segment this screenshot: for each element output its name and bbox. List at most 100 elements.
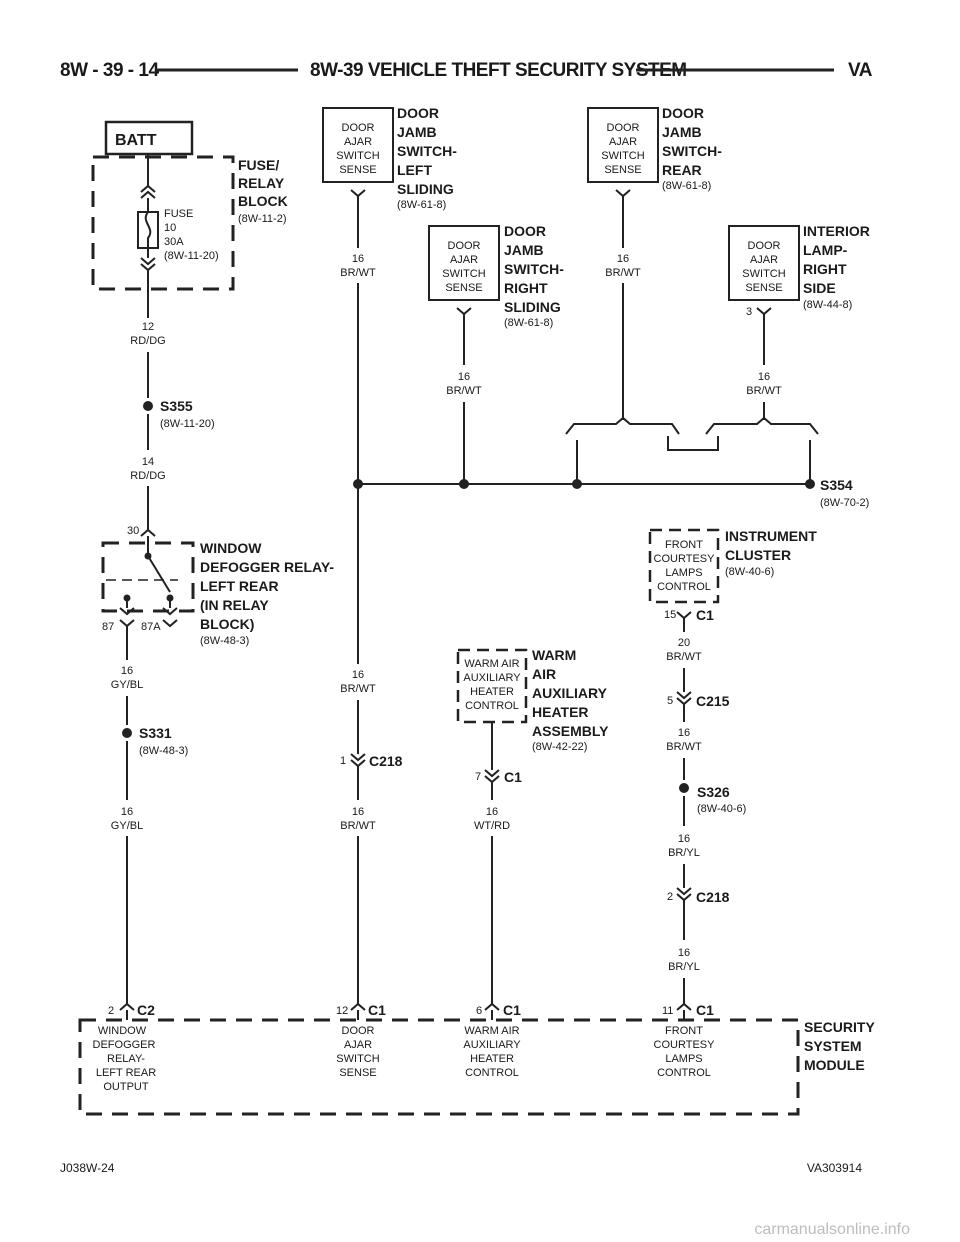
wire-label-gy-bl-b-color: GY/BL	[111, 820, 143, 832]
relay-ref: (8W-48-3)	[200, 635, 249, 647]
interior-lamp-box-line-3: SWITCH	[742, 268, 785, 280]
module-pin-11-label-3: LAMPS	[665, 1053, 702, 1065]
fuse-block-name-2: RELAY	[238, 175, 285, 191]
connector-bridge-rear	[565, 416, 680, 435]
watermark: carmanualsonline.info	[754, 1221, 910, 1238]
door-rear-name-4: REAR	[662, 162, 702, 178]
relay-pin-87a: 87A	[141, 621, 161, 633]
module-pin-12-label-1: DOOR	[342, 1025, 375, 1037]
module-pin-6-icon	[484, 1002, 500, 1011]
connector-c215-pin: 5	[667, 695, 673, 707]
interior-lamp-ref: (8W-44-8)	[803, 299, 852, 311]
wire-label-br-yl-b-gauge: 16	[678, 947, 690, 959]
interior-lamp-name-1: INTERIOR	[803, 223, 870, 239]
wire-label-br-wt-right-gauge: 16	[458, 371, 470, 383]
cluster-box-line-1: FRONT	[665, 539, 703, 551]
relay-switch-contact	[147, 555, 171, 593]
door-right-box-line-4: SENSE	[445, 282, 482, 294]
door-left-box-line-1: DOOR	[342, 122, 375, 134]
wire-label-br-yl-b-color: BR/YL	[668, 961, 700, 973]
cluster-name-2: CLUSTER	[725, 547, 791, 563]
wire-label-gy-bl-a-color: GY/BL	[111, 679, 143, 691]
door-right-name-4: RIGHT	[504, 280, 548, 296]
door-left-name-1: DOOR	[397, 105, 439, 121]
module-pin-12-icon	[350, 1002, 366, 1011]
module-pin-2-label-1: WINDOW	[98, 1025, 147, 1037]
relay-pin-87: 87	[102, 621, 114, 633]
door-rear-box-line-3: SWITCH	[601, 150, 644, 162]
wire-label-rd-dg-14-gauge: 14	[142, 456, 154, 468]
header-page-number: 8W - 39 - 14	[60, 60, 159, 81]
wire-label-br-wt-right-color: BR/WT	[446, 385, 482, 397]
module-pin-6-label-4: CONTROL	[465, 1067, 519, 1079]
splice-s326-ref: (8W-40-6)	[697, 803, 746, 815]
interior-lamp-name-4: SIDE	[803, 280, 836, 296]
wire-label-rd-dg-12-gauge: 12	[142, 321, 154, 333]
cluster-box-line-2: COURTESY	[654, 553, 716, 565]
fuse-bottom-connector	[140, 257, 156, 272]
module-pin-11-label-2: COURTESY	[654, 1039, 716, 1051]
connector-c1-warm-icon	[484, 769, 500, 784]
splice-s354-icon	[805, 479, 815, 489]
cluster-box-line-3: LAMPS	[665, 567, 702, 579]
fuse-top-connector	[140, 184, 156, 199]
splice-s326-name: S326	[697, 784, 730, 800]
connector-c218-a-icon	[350, 753, 366, 768]
fuse-relay-block-outline	[91, 155, 235, 291]
warm-air-name-4: HEATER	[532, 704, 589, 720]
security-module-name-2: SYSTEM	[804, 1038, 862, 1054]
module-pin-11-label-4: CONTROL	[657, 1067, 711, 1079]
splice-s355-ref: (8W-11-20)	[160, 418, 215, 430]
splice-s326-icon	[679, 783, 689, 793]
door-rear-box-line-2: AJAR	[609, 136, 637, 148]
interior-lamp-name-3: RIGHT	[803, 261, 847, 277]
wire-label-br-yl-a-gauge: 16	[678, 833, 690, 845]
warm-air-box-line-3: HEATER	[470, 686, 514, 698]
wire-label-br-wt-rear-color: BR/WT	[605, 267, 641, 279]
door-rear-box-line-1: DOOR	[607, 122, 640, 134]
door-right-box-line-2: AJAR	[450, 254, 478, 266]
interior-lamp-box-line-1: DOOR	[748, 240, 781, 252]
wire-label-br-wt-mid-gauge: 16	[352, 669, 364, 681]
wire-label-gy-bl-b-gauge: 16	[121, 806, 133, 818]
wire-label-rd-dg-14-color: RD/DG	[130, 470, 165, 482]
footer-right-code: VA303914	[807, 1161, 862, 1175]
module-pin-2-label-3: RELAY-	[107, 1053, 145, 1065]
connector-c218-b-icon	[676, 887, 692, 902]
warm-air-name-3: AUXILIARY	[532, 685, 608, 701]
warm-air-box-line-4: CONTROL	[465, 700, 519, 712]
cluster-name-1: INSTRUMENT	[725, 528, 817, 544]
door-right-ref: (8W-61-8)	[504, 317, 553, 329]
fuse-label-4: (8W-11-20)	[164, 250, 219, 262]
warm-air-ref: (8W-42-22)	[532, 741, 587, 753]
wire-label-br-wt-20-color: BR/WT	[666, 651, 702, 663]
splice-s354-name: S354	[820, 477, 853, 493]
door-right-box	[428, 225, 500, 301]
door-left-box	[322, 107, 394, 183]
wire-label-br-wt-rear-gauge: 16	[617, 253, 629, 265]
splice-s355-icon	[143, 401, 153, 411]
relay-name-5: BLOCK)	[200, 616, 254, 632]
module-pin-2-icon	[119, 1002, 135, 1011]
door-rear-name-1: DOOR	[662, 105, 704, 121]
door-left-name-2: JAMB	[397, 124, 437, 140]
relay-name-3: LEFT REAR	[200, 578, 279, 594]
relay-name-2: DEFOGGER RELAY-	[200, 559, 334, 575]
connector-c1-warm-pin: 7	[475, 771, 481, 783]
warm-air-name-5: ASSEMBLY	[532, 723, 609, 739]
module-pin-2-connector: C2	[137, 1002, 155, 1018]
wire-label-gy-bl-a-gauge: 16	[121, 665, 133, 677]
fuse-label-1: FUSE	[164, 208, 193, 220]
module-pin-2-number: 2	[108, 1005, 114, 1017]
module-pin-12-label-2: AJAR	[344, 1039, 372, 1051]
door-left-name-4: LEFT	[397, 162, 432, 178]
wire-label-rd-dg-12-color: RD/DG	[130, 335, 165, 347]
connector-jumper	[667, 436, 719, 451]
door-right-name-3: SWITCH-	[504, 261, 564, 277]
connector-c218-a-name: C218	[369, 753, 403, 769]
splice-s331-icon	[122, 728, 132, 738]
module-pin-2-label-5: OUTPUT	[103, 1081, 149, 1093]
warm-air-box-line-1: WARM AIR	[464, 658, 519, 670]
door-rear-box	[587, 107, 659, 183]
security-module-name-1: SECURITY	[804, 1019, 875, 1035]
